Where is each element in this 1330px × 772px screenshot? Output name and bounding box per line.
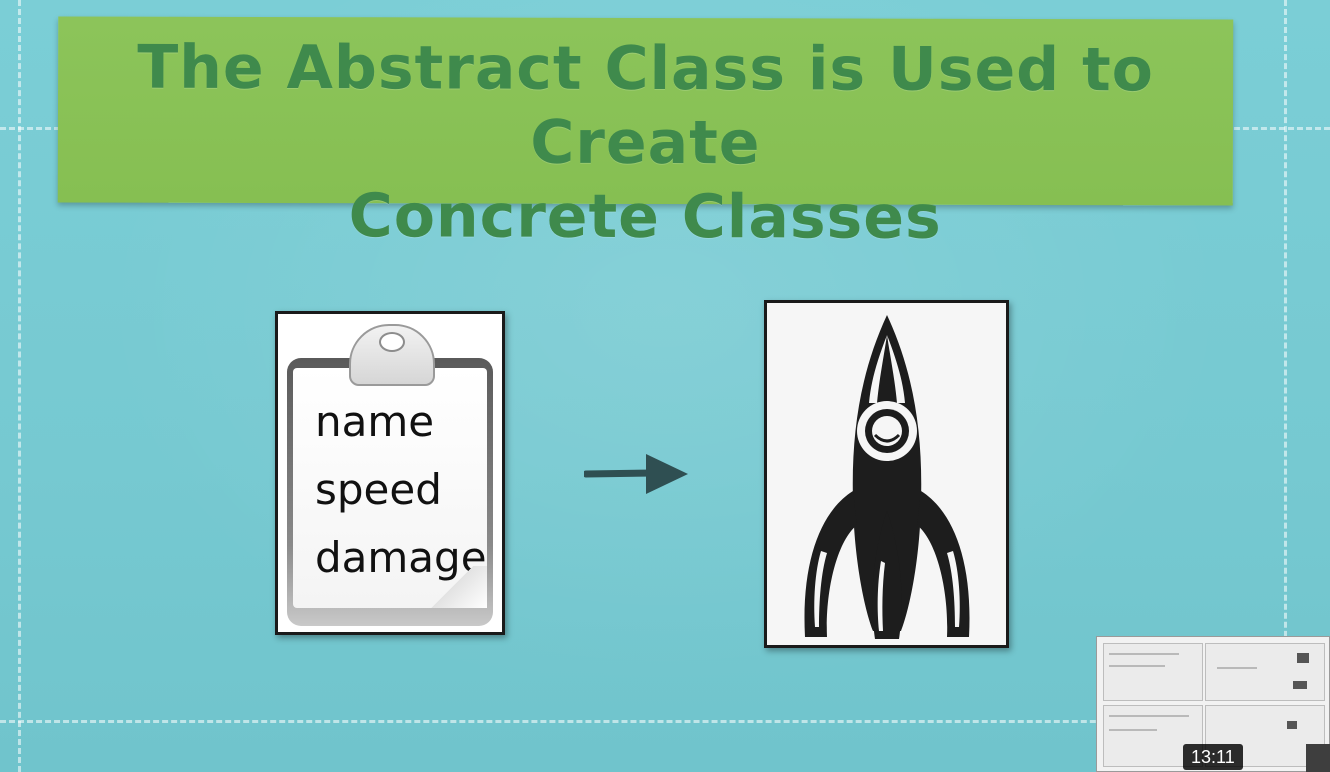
thumbnail-mark [1287, 721, 1297, 729]
stitch-bottom [0, 720, 1330, 723]
clipboard-clip-hole [379, 332, 405, 352]
clipboard-clip [349, 324, 435, 386]
clipboard-icon: name speed damage [287, 324, 493, 626]
thumbnail-panel [1103, 643, 1203, 701]
slide-title-line-2: Concrete Classes [348, 181, 942, 253]
title-banner: The Abstract Class is Used to Create Con… [57, 16, 1234, 253]
attribute-list: name speed damage [315, 388, 487, 592]
attribute-name: name [315, 397, 435, 446]
thumbnail-line [1109, 729, 1157, 731]
thumbnail-line [1217, 667, 1257, 669]
video-timestamp: 13:11 [1183, 744, 1243, 770]
slide-title-line-1: The Abstract Class is Used to Create [137, 32, 1155, 179]
attribute-speed: speed [315, 465, 442, 514]
clipboard-paper: name speed damage [293, 368, 487, 608]
thumbnail-line [1109, 715, 1189, 717]
abstract-class-card: name speed damage [275, 311, 505, 635]
stitch-left [18, 0, 21, 772]
rocket-icon [804, 315, 970, 639]
slide-title: The Abstract Class is Used to Create Con… [58, 30, 1234, 255]
page-curl [417, 566, 487, 608]
thumbnail-mark [1293, 681, 1307, 689]
thumbnail-line [1109, 665, 1165, 667]
thumbnail-mark [1297, 653, 1309, 663]
right-arrow-icon [584, 454, 688, 494]
thumbnail-line [1109, 653, 1179, 655]
thumbnail-panel [1205, 643, 1325, 701]
thumbnail-corner [1306, 744, 1330, 772]
concrete-class-card [764, 300, 1009, 648]
stitch-right [1284, 0, 1287, 772]
